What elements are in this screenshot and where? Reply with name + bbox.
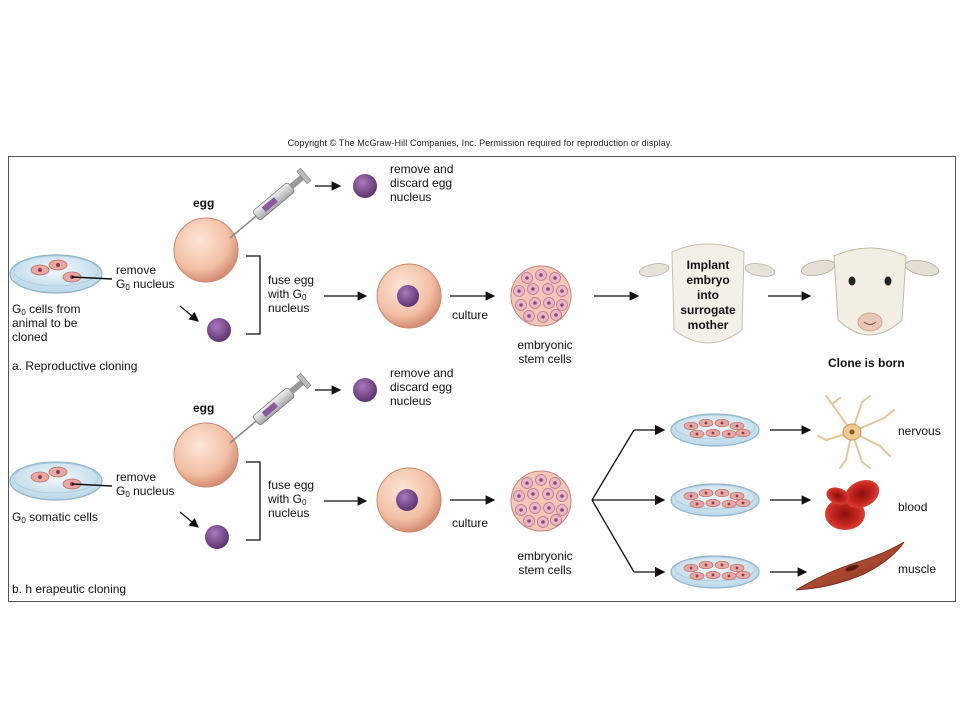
syringe-b xyxy=(229,372,312,444)
culture-label-a: culture xyxy=(452,308,489,322)
surrogate-sheep xyxy=(638,243,776,344)
bracket-b xyxy=(246,461,261,541)
arrow-nucleus-b xyxy=(179,511,199,528)
text-line: nucleus xyxy=(390,394,432,408)
text-part: G xyxy=(12,510,22,524)
cells-from-label: G0 cells from animal to be cloned xyxy=(12,302,80,344)
text-part: G xyxy=(116,277,126,291)
text-line: Implant xyxy=(686,258,730,272)
text-line: embryonic xyxy=(517,338,573,352)
implant-label: Implant embryo into surrogate mother xyxy=(668,258,748,333)
arrow-nucleus-a xyxy=(179,305,199,322)
g0-nucleus-a xyxy=(207,318,231,342)
subscript: 0 xyxy=(125,490,130,499)
petri-dish-muscle xyxy=(670,555,760,589)
branch-arrows xyxy=(591,424,666,578)
g0-nucleus-b xyxy=(205,525,229,549)
fused-egg-b xyxy=(376,467,442,533)
text-line: cloned xyxy=(12,330,48,344)
blood-cells-icon xyxy=(825,479,880,530)
subscript: 0 xyxy=(302,293,307,302)
pointer-line-a xyxy=(71,276,113,280)
text-line: discard egg xyxy=(390,176,453,190)
remove-discard-label-b: remove and discard egg nucleus xyxy=(390,366,453,408)
remove-discard-label-a: remove and discard egg nucleus xyxy=(390,162,453,204)
text-line: surrogate xyxy=(680,303,736,317)
blood-label: blood xyxy=(898,500,928,514)
text-line: with G0 xyxy=(268,287,314,302)
petri-dish-nervous xyxy=(670,413,760,447)
remove-nucleus-label-b: remove G0 nucleus xyxy=(116,470,175,499)
egg-label-a: egg xyxy=(193,196,215,210)
text-part: with G xyxy=(268,287,303,301)
text-line: G0 nucleus xyxy=(116,484,175,499)
text-line: remove and xyxy=(390,162,454,176)
text-line: fuse egg xyxy=(268,273,315,287)
text-part: cells from xyxy=(25,302,81,316)
text-line: mother xyxy=(687,318,729,332)
stem-cell-ball-b xyxy=(510,470,572,532)
egg-label-b: egg xyxy=(193,401,215,415)
discarded-nucleus-a xyxy=(353,174,377,198)
stem-cell-ball-a xyxy=(510,265,572,327)
text-line: remove and xyxy=(390,366,454,380)
caption-b: b. h erapeutic cloning xyxy=(12,582,127,596)
nervous-label: nervous xyxy=(898,424,941,438)
text-line: embryo xyxy=(686,273,730,287)
bracket-a xyxy=(246,255,261,335)
text-line: G0 cells from xyxy=(12,302,81,317)
text-line: animal to be xyxy=(12,316,78,330)
stem-cells-label-b: embryonic stem cells xyxy=(505,549,585,577)
caption-a: a. Reproductive cloning xyxy=(12,359,138,373)
copyright-notice: Copyright © The McGraw-Hill Companies, I… xyxy=(287,138,673,148)
petri-dish-a xyxy=(9,254,103,294)
nerve-cell-icon xyxy=(817,395,895,469)
text-line: with G0 xyxy=(268,492,314,507)
muscle-cell-icon xyxy=(795,541,905,591)
text-line: into xyxy=(697,288,719,302)
petri-dish-b xyxy=(9,461,103,501)
text-part: somatic cells xyxy=(25,510,98,524)
clone-born-label: Clone is born xyxy=(828,356,905,370)
fuse-label-b: fuse egg with G0 nucleus xyxy=(268,478,314,520)
text-line: discard egg xyxy=(390,380,453,394)
text-part: nucleus xyxy=(129,277,175,291)
culture-label-b: culture xyxy=(452,516,489,530)
fused-egg-a xyxy=(376,263,442,329)
pointer-line-b xyxy=(71,483,113,487)
text-part: nucleus xyxy=(129,484,175,498)
remove-nucleus-label-a: remove G0 nucleus xyxy=(116,263,175,292)
muscle-label: muscle xyxy=(898,562,937,576)
text-line: stem cells xyxy=(518,563,572,577)
text-part: G xyxy=(12,302,22,316)
subscript: 0 xyxy=(21,308,26,317)
egg-cell-b xyxy=(173,422,239,488)
fuse-label-a: fuse egg with G0 nucleus xyxy=(268,273,314,315)
text-line: fuse egg xyxy=(268,478,315,492)
text-line: nucleus xyxy=(390,190,432,204)
text-line: stem cells xyxy=(518,352,572,366)
syringe-a xyxy=(229,167,312,239)
text-part: G xyxy=(116,484,126,498)
egg-cell-a xyxy=(173,217,239,283)
discarded-nucleus-b xyxy=(353,378,377,402)
text-line: embryonic xyxy=(517,549,573,563)
text-line: remove xyxy=(116,263,157,277)
subscript: 0 xyxy=(302,498,307,507)
clone-sheep xyxy=(800,247,940,336)
text-line: nucleus xyxy=(268,301,310,315)
subscript: 0 xyxy=(125,283,130,292)
text-line: nucleus xyxy=(268,506,310,520)
text-line: G0 nucleus xyxy=(116,277,175,292)
somatic-cells-label: G0 somatic cells xyxy=(12,510,98,525)
subscript: 0 xyxy=(21,516,26,525)
text-line: remove xyxy=(116,470,157,484)
stem-cells-label-a: embryonic stem cells xyxy=(505,338,585,366)
figure-frame xyxy=(8,156,956,602)
petri-dish-blood xyxy=(670,483,760,517)
text-part: with G xyxy=(268,492,303,506)
